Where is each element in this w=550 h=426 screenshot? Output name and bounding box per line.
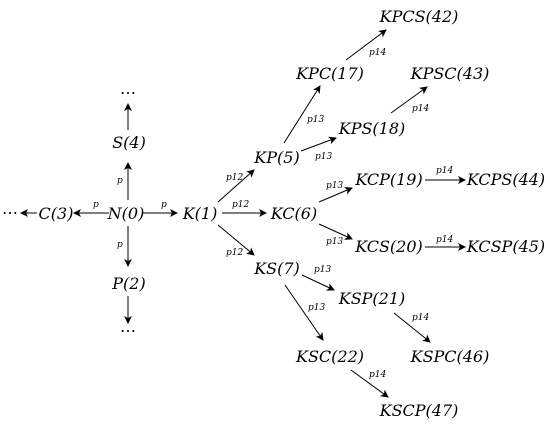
edge-label-ks7-ksc22: p13 bbox=[308, 303, 325, 313]
node-kcsp45: KCSP(45) bbox=[466, 237, 545, 256]
edge-kpc17-kpcs42 bbox=[345, 29, 387, 61]
edge-label-ksp21-kspc46: p14 bbox=[412, 313, 429, 323]
node-k1: K(1) bbox=[182, 204, 218, 223]
node-kp5: KP(5) bbox=[253, 148, 299, 167]
edge-kp5-kps18 bbox=[300, 136, 337, 152]
continuation-bottom: ⋯ bbox=[120, 321, 136, 340]
edge-label-kp5-kpc17: p13 bbox=[307, 115, 324, 125]
edge-k1-kp5 bbox=[217, 169, 255, 203]
edge-label-k1-ks7: p12 bbox=[226, 248, 243, 258]
edge-label-ksc22-kscp47: p14 bbox=[369, 370, 386, 380]
node-kc6: KC(6) bbox=[270, 204, 317, 223]
edge-ksc22-kscp47 bbox=[350, 369, 389, 398]
edges bbox=[20, 29, 466, 398]
edge-label-k1-kp5: p12 bbox=[226, 173, 243, 183]
edge-label-n0-s4: p bbox=[117, 176, 123, 186]
node-n0: N(0) bbox=[107, 204, 145, 223]
node-kpsc43: KPSC(43) bbox=[410, 64, 490, 83]
node-kps18: KPS(18) bbox=[338, 119, 406, 138]
edge-kp5-kpc17 bbox=[283, 85, 321, 144]
continuation-markers: ⋯ ⋯ ⋯ bbox=[2, 83, 136, 340]
edge-kps18-kpsc43 bbox=[390, 86, 428, 114]
node-kpcs42: KPCS(42) bbox=[379, 7, 459, 26]
edge-label-kps18-kpsc43: p14 bbox=[412, 104, 429, 114]
edge-ks7-ksp21 bbox=[301, 274, 335, 291]
node-kspc46: KSPC(46) bbox=[410, 347, 490, 366]
edge-kc6-kcp19 bbox=[318, 187, 353, 203]
edge-label-n0-p2: p bbox=[117, 240, 123, 250]
node-kcps44: KCPS(44) bbox=[466, 170, 545, 189]
edge-label-kcs20-kcsp45: p14 bbox=[436, 235, 453, 245]
continuation-top: ⋯ bbox=[120, 83, 136, 102]
continuation-left: ⋯ bbox=[2, 203, 18, 222]
edge-label-n0-k1: p bbox=[161, 200, 167, 210]
node-kcp19: KCP(19) bbox=[354, 170, 422, 189]
nodes: N(0) K(1) P(2) C(3) S(4) KP(5) KC(6) KS(… bbox=[39, 7, 546, 420]
edge-label-kp5-kps18: p13 bbox=[315, 152, 332, 162]
edge-label-ks7-ksp21: p13 bbox=[314, 265, 331, 275]
edge-kc6-kcs20 bbox=[318, 223, 353, 240]
edge-label-kpc17-kpcs42: p14 bbox=[369, 48, 386, 58]
node-ksc22: KSC(22) bbox=[295, 347, 364, 366]
node-p2: P(2) bbox=[111, 274, 145, 293]
edge-ksp21-kspc46 bbox=[393, 312, 431, 343]
node-kcs20: KCS(20) bbox=[354, 237, 423, 256]
edge-labels: p p p p p12 p12 p12 p13 p13 p13 p13 p13 … bbox=[93, 48, 453, 380]
node-c3: C(3) bbox=[39, 204, 74, 223]
node-ks7: KS(7) bbox=[253, 259, 300, 278]
node-s4: S(4) bbox=[112, 133, 146, 152]
edge-k1-ks7 bbox=[217, 224, 255, 256]
node-kpc17: KPC(17) bbox=[295, 64, 364, 83]
edge-label-k1-kc6: p12 bbox=[232, 200, 249, 210]
edge-label-kcp19-kcps44: p14 bbox=[436, 166, 453, 176]
node-kscp47: KSCP(47) bbox=[379, 401, 459, 420]
edge-label-kc6-kcp19: p13 bbox=[326, 181, 343, 191]
edge-label-n0-c3: p bbox=[93, 200, 99, 210]
edge-label-kc6-kcs20: p13 bbox=[326, 237, 343, 247]
node-ksp21: KSP(21) bbox=[338, 289, 406, 308]
edge-ks7-ksc22 bbox=[284, 284, 324, 341]
